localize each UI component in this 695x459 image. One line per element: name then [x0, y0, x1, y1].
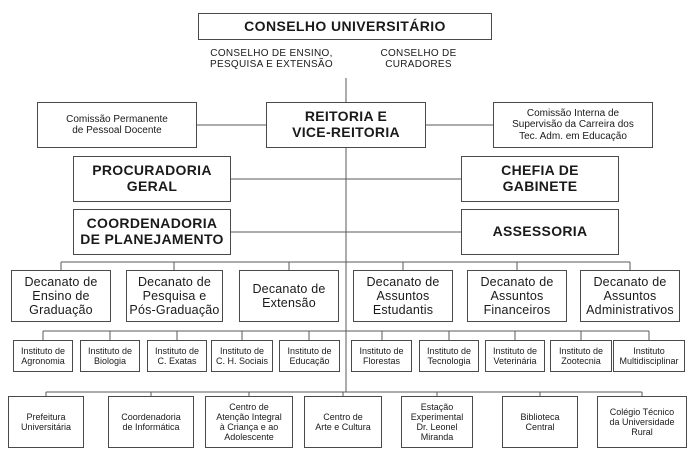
- coordenadoria-box: COORDENADORIA DE PLANEJAMENTO: [73, 209, 231, 255]
- instituto-box: Instituto de C. Exatas: [147, 340, 207, 372]
- assessoria-box: ASSESSORIA: [461, 209, 619, 255]
- orgao-box: Estação Experimental Dr. Leonel Miranda: [401, 396, 473, 448]
- instituto-box: Instituto de Biologia: [80, 340, 140, 372]
- comissao-tecnicos-box: Comissão Interna de Supervisão da Carrei…: [493, 102, 653, 148]
- instituto-box: Instituto Multidisciplinar: [613, 340, 685, 372]
- decanato-box: Decanato de Extensão: [239, 270, 339, 322]
- decanato-box: Decanato de Assuntos Financeiros: [467, 270, 567, 322]
- chefia-gabinete-box: CHEFIA DE GABINETE: [461, 156, 619, 202]
- instituto-box: Instituto de Veterinária: [485, 340, 545, 372]
- orgao-box: Coordenadoria de Informática: [108, 396, 194, 448]
- orgao-box: Centro de Atenção Integral à Criança e a…: [205, 396, 293, 448]
- instituto-box: Instituto de Agronomia: [13, 340, 73, 372]
- instituto-box: Instituto de Zootecnia: [550, 340, 612, 372]
- decanato-box: Decanato de Ensino de Graduação: [11, 270, 111, 322]
- reitoria-box: REITORIA E VICE-REITORIA: [266, 102, 426, 148]
- decanato-box: Decanato de Pesquisa e Pós-Graduação: [126, 270, 223, 322]
- instituto-box: Instituto de C. H. Sociais: [211, 340, 273, 372]
- conselho-universitario-group: CONSELHO UNIVERSITÁRIO CONSELHO DE ENSIN…: [198, 13, 492, 78]
- comissao-docente-box: Comissão Permanente de Pessoal Docente: [37, 102, 197, 148]
- orgao-box: Centro de Arte e Cultura: [304, 396, 382, 448]
- procuradoria-box: PROCURADORIA GERAL: [73, 156, 231, 202]
- conselho-ensino-box: CONSELHO DE ENSINO, PESQUISA E EXTENSÃO: [198, 39, 346, 78]
- decanato-box: Decanato de Assuntos Estudantis: [353, 270, 453, 322]
- instituto-box: Instituto de Educação: [279, 340, 340, 372]
- instituto-box: Instituto de Tecnologia: [419, 340, 479, 372]
- instituto-box: Instituto de Florestas: [351, 340, 412, 372]
- orgao-box: Prefeitura Universitária: [8, 396, 84, 448]
- conselho-universitario-title: CONSELHO UNIVERSITÁRIO: [244, 17, 446, 34]
- orgao-box: Colégio Técnico da Universidade Rural: [597, 396, 687, 448]
- conselho-curadores-box: CONSELHO DE CURADORES: [345, 39, 492, 78]
- decanato-box: Decanato de Assuntos Administrativos: [580, 270, 680, 322]
- orgao-box: Biblioteca Central: [502, 396, 578, 448]
